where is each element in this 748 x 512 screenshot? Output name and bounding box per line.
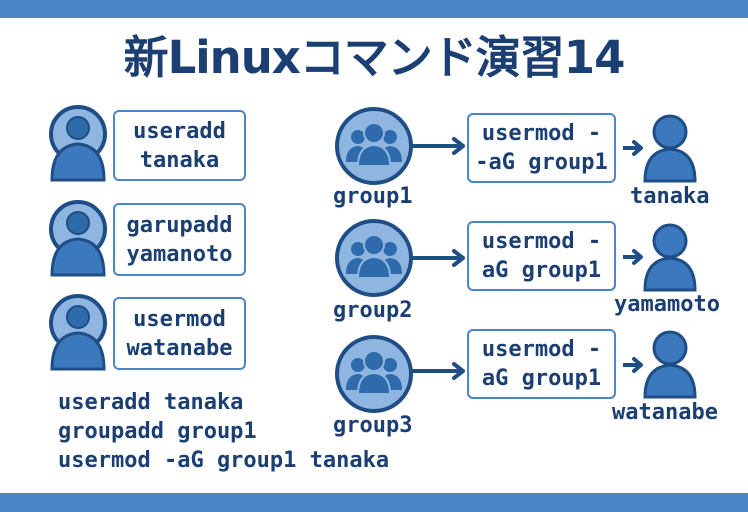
summary-line: groupadd group1 <box>58 419 257 444</box>
user-icon <box>643 223 697 292</box>
user-label: tanaka <box>630 184 710 209</box>
arrow-right-icon <box>623 140 643 156</box>
group-icon <box>335 219 413 297</box>
group-icon <box>335 107 413 185</box>
user-icon <box>643 114 697 183</box>
top-banner-bar <box>0 0 748 18</box>
summary-line: usermod -aG group1 tanaka <box>58 448 390 473</box>
arrow-right-icon <box>410 362 465 380</box>
command-box: usermod - aG group1 <box>467 329 616 399</box>
command-summary: useradd tanaka groupadd group1 usermod -… <box>58 388 389 475</box>
group-icon <box>335 335 413 413</box>
arrow-right-icon <box>410 137 465 155</box>
command-box: useradd tanaka <box>113 110 246 181</box>
bottom-banner-bar <box>0 493 748 512</box>
command-arg: yamanoto <box>126 241 233 267</box>
command-box: usermod watanabe <box>113 297 246 370</box>
command-arg: tanaka <box>139 147 220 173</box>
command-line: usermod <box>133 306 226 332</box>
group-label: group2 <box>333 298 413 323</box>
user-label: yamamoto <box>614 292 720 317</box>
command-arg: watanabe <box>126 335 233 361</box>
arrow-right-icon <box>623 249 643 265</box>
command-line: useradd <box>133 118 226 144</box>
group-label: group1 <box>333 184 413 209</box>
user-icon <box>49 105 107 182</box>
command-line: usermod - <box>481 229 602 254</box>
user-icon <box>643 330 697 399</box>
command-line: garupadd <box>126 212 233 238</box>
group-label: group3 <box>333 413 413 438</box>
user-icon <box>49 294 107 371</box>
command-arg: aG group1 <box>481 258 602 283</box>
page-title: 新Linuxコマンド演習14 <box>123 31 626 84</box>
command-box: usermod - aG group1 <box>467 221 616 291</box>
command-box: usermod - -aG group1 <box>467 113 616 183</box>
command-line: usermod - <box>481 121 602 146</box>
user-label: watanabe <box>612 400 718 425</box>
user-icon <box>49 200 107 277</box>
arrow-right-icon <box>623 357 643 373</box>
command-arg: aG group1 <box>481 366 602 391</box>
command-line: usermod - <box>481 337 602 362</box>
command-box: garupadd yamanoto <box>113 203 246 276</box>
command-arg: -aG group1 <box>475 150 608 175</box>
arrow-right-icon <box>410 249 465 267</box>
summary-line: useradd tanaka <box>58 390 244 415</box>
